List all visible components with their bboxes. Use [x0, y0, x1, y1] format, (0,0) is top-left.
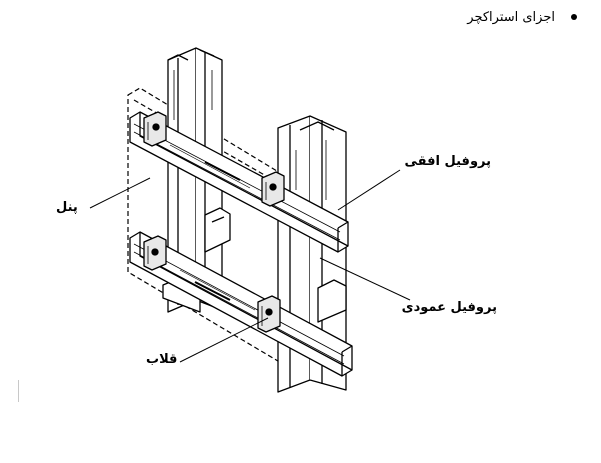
clip-top-left — [143, 111, 167, 147]
leader-lines — [89, 169, 411, 363]
horizontal-profile-lower — [129, 231, 353, 377]
bracket-mid-right — [317, 279, 347, 323]
leader-line-panel — [89, 177, 151, 209]
clip-bottom-left — [143, 235, 167, 271]
leader-line-clip — [179, 317, 269, 363]
label-panel: پنل — [56, 200, 78, 215]
clip-bottom-right — [257, 295, 281, 333]
section-heading-text: اجزای استراکچر — [467, 10, 555, 25]
label-clip: قلاب — [146, 352, 178, 367]
divider-mark — [18, 380, 19, 402]
bracket-mid-left — [204, 207, 231, 253]
horizontal-profile-upper — [129, 111, 349, 253]
label-vertical-profile: پروفیل عمودی — [401, 300, 497, 315]
bullet-icon — [571, 14, 577, 20]
leader-line-vertical-profile — [319, 257, 411, 301]
leader-line-horizontal-profile — [337, 169, 401, 211]
section-heading: اجزای استراکچر — [385, 10, 585, 28]
label-horizontal-profile: پروفیل افقی — [404, 154, 491, 169]
clip-top-right — [261, 171, 285, 207]
